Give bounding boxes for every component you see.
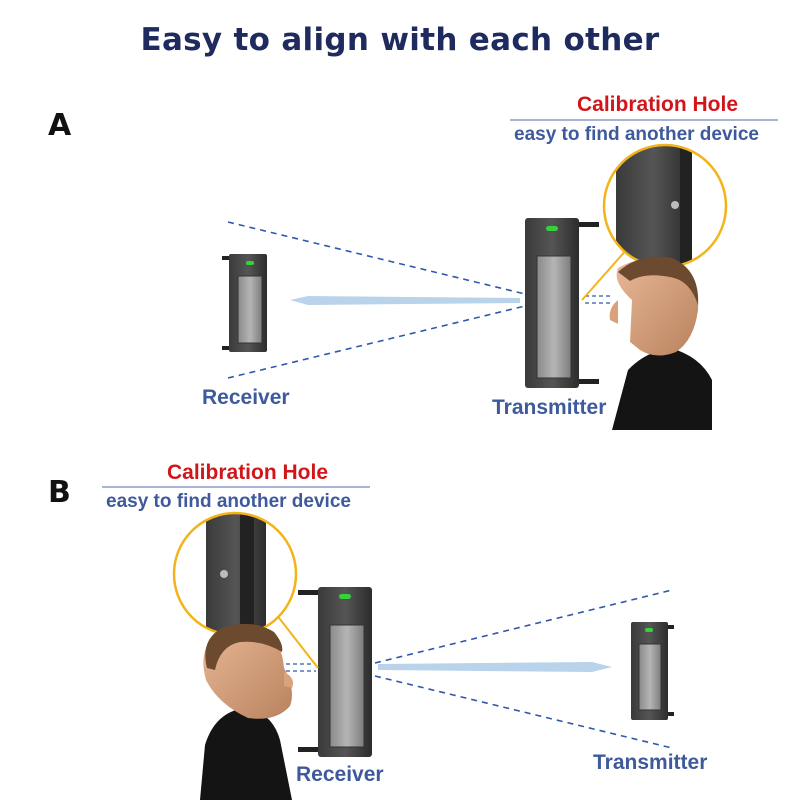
receiver-label-a: Receiver	[202, 386, 290, 409]
person-b	[200, 623, 293, 800]
receiver-device-b	[298, 587, 372, 757]
transmitter-label-a: Transmitter	[492, 396, 607, 419]
beam-upper-line-b	[374, 589, 673, 664]
beam-lower-line-a	[227, 305, 526, 379]
callout-subtitle-a: easy to find another device	[514, 124, 759, 145]
beam-arrow-b	[378, 662, 612, 672]
beam-arrow-a	[290, 296, 520, 305]
panel-a	[222, 119, 778, 430]
transmitter-device-b	[631, 622, 674, 720]
transmitter-label-b: Transmitter	[593, 751, 708, 774]
panel-b	[102, 486, 674, 800]
beam-upper-line-a	[227, 221, 526, 295]
callout-subtitle-b: easy to find another device	[106, 491, 351, 512]
panel-letter-b: B	[48, 475, 71, 510]
callout-title-a: Calibration Hole	[577, 93, 739, 116]
transmitter-device-a	[525, 218, 599, 388]
page-title: Easy to align with each other	[140, 22, 660, 58]
calibration-hole-a	[671, 201, 679, 209]
beam-lower-line-b	[374, 675, 673, 749]
calibration-hole-b	[220, 570, 228, 578]
receiver-device-a	[222, 254, 267, 352]
panel-letter-a: A	[48, 108, 72, 143]
callout-title-b: Calibration Hole	[167, 461, 329, 484]
calibration-callout-a	[581, 143, 728, 301]
person-a	[609, 256, 712, 430]
calibration-callout-b	[172, 511, 319, 669]
receiver-label-b: Receiver	[296, 763, 384, 786]
